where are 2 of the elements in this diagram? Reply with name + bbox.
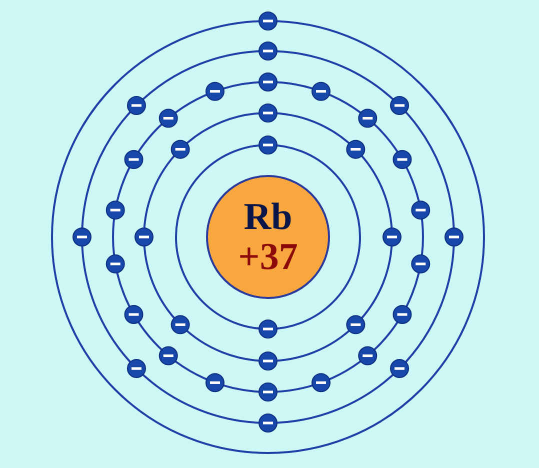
nuclear-charge: +37 bbox=[238, 237, 298, 277]
element-symbol: Rb bbox=[244, 197, 292, 237]
